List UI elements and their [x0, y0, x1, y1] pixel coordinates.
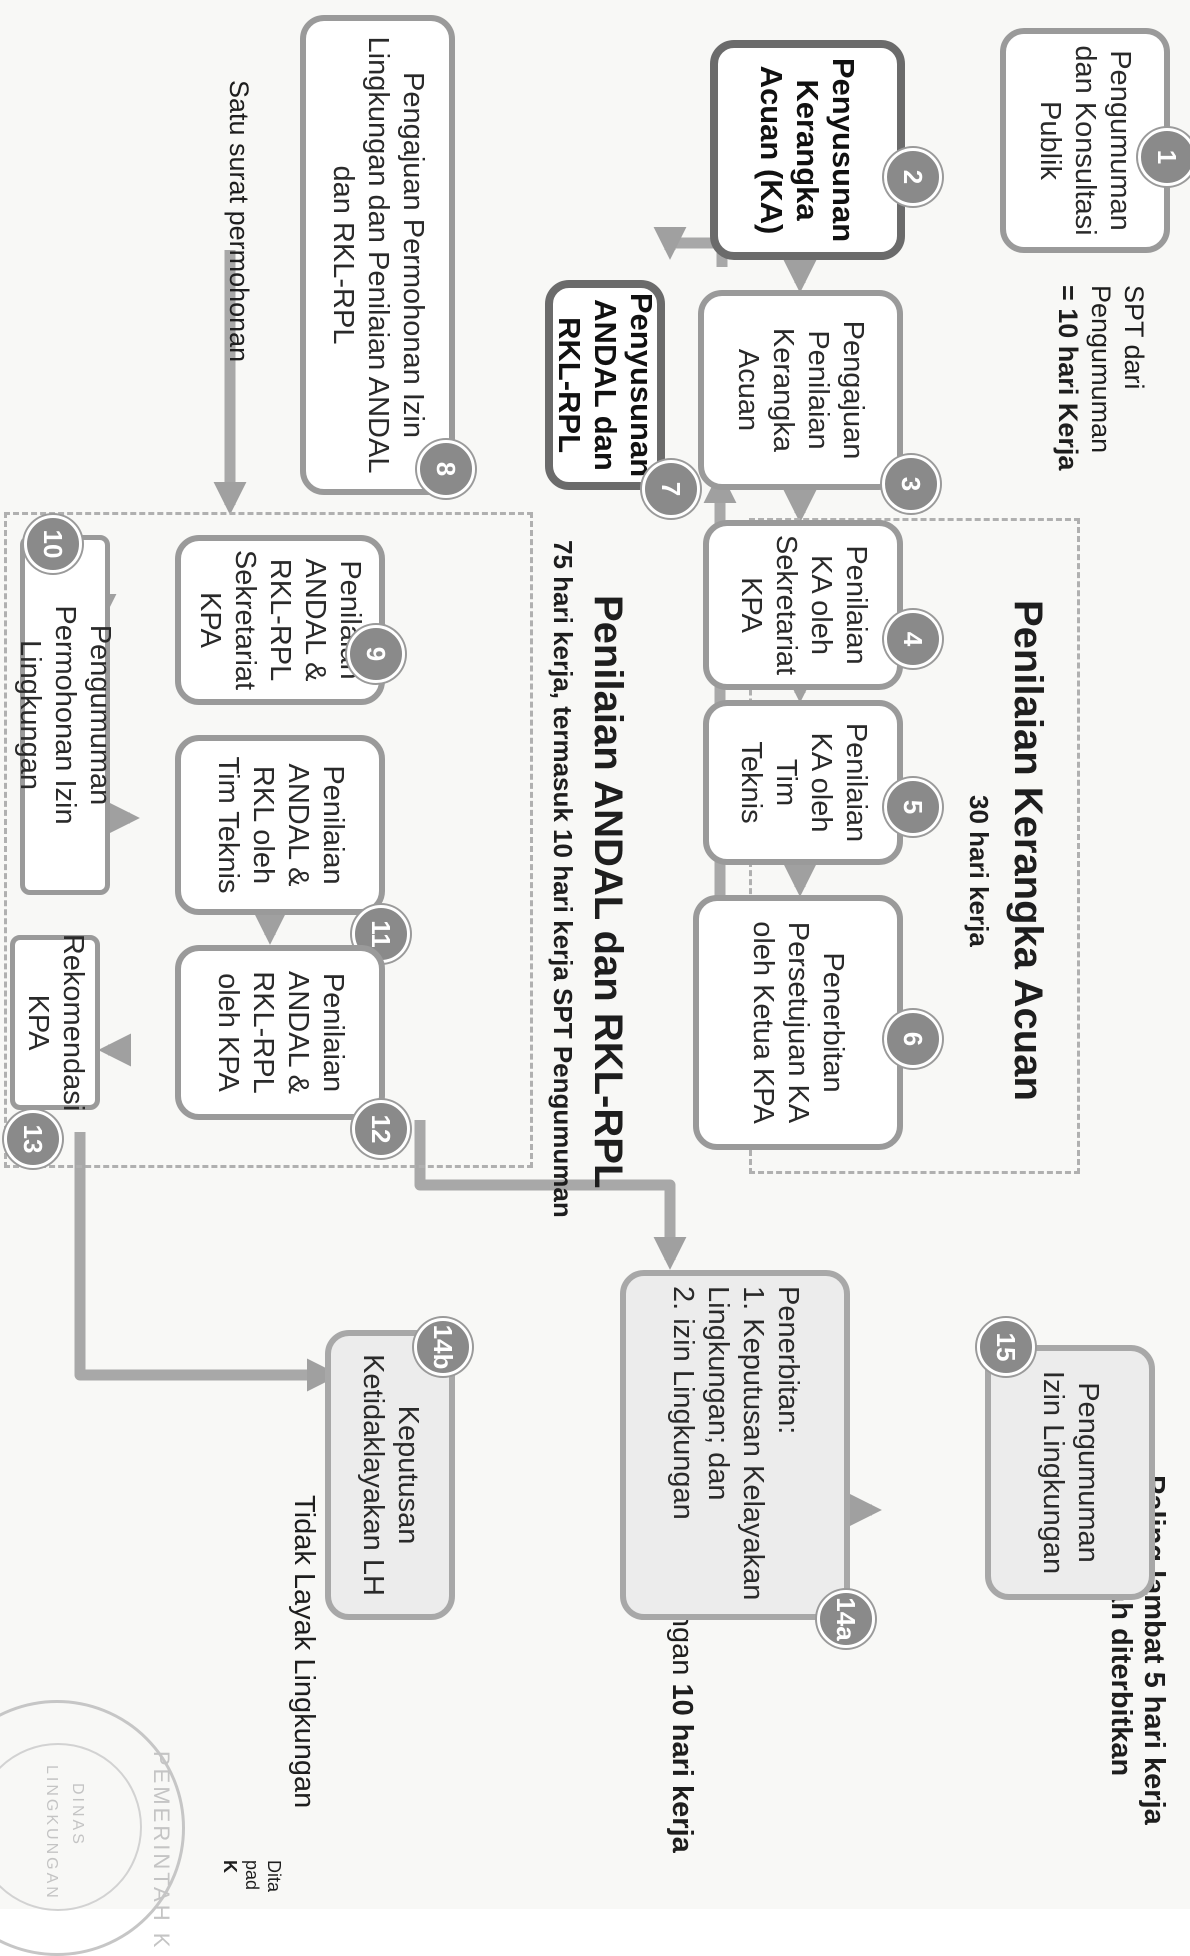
- arrow-tidak-layak: [74, 1132, 340, 1392]
- step-14b-label: Keputusan Ketidaklayakan LH: [357, 1354, 424, 1596]
- step-2-badge: 2: [884, 148, 942, 206]
- note-spt-line1: SPT dari: [1119, 285, 1149, 390]
- step-14b-badge: 14b: [414, 1318, 472, 1376]
- step-11-box: Penilaian ANDAL & RKL oleh Tim Teknis: [175, 735, 385, 915]
- step-9-label: Penilaian ANDAL & RKL-RPL Sekretariat KP…: [194, 549, 367, 691]
- label-layak-bold: 10 hari kerja: [666, 1683, 698, 1853]
- step-8-label: Pengajuan Permohonan Izin Lingkungan dan…: [327, 36, 429, 474]
- step-12-badge: 12: [352, 1100, 410, 1158]
- step-4-label: Penilaian KA oleh Sekretariat KPA: [735, 534, 872, 676]
- step-6-label: Penerbitan Persetujuan KA oleh Ketua KPA: [747, 921, 850, 1124]
- step-7-box: Penyusunan ANDAL dan RKL-RPL: [545, 280, 665, 490]
- step-14a-heading: Penerbitan:: [772, 1286, 804, 1435]
- step-1-label: Pengumuman dan Konsultasi Publik: [1034, 45, 1137, 236]
- step-10-badge: 10: [24, 515, 82, 573]
- note-spt: SPT dari Pengumuman = 10 hari Kerja: [1051, 285, 1150, 505]
- step-12-box: Penilaian ANDAL & RKL-RPL oleh KPA: [175, 945, 385, 1120]
- step-13-box: Rekomendasi KPA: [10, 933, 100, 1112]
- step-4-badge: 4: [884, 610, 942, 668]
- step-10-label: Pengumuman Permohonan Izin Lingkungan: [14, 605, 117, 825]
- step-1-badge: 1: [1138, 128, 1190, 186]
- seal-text-inner-2: LINGKUNGAN: [43, 1765, 60, 1901]
- step-2-label: Penyusunan Kerangka Acuan (KA): [754, 57, 862, 243]
- corner-note-1: Dita: [264, 1860, 284, 1893]
- arrow-layak: [414, 1120, 687, 1270]
- diagram-canvas: Penilaian Kerangka Acuan 30 hari kerja P…: [0, 15, 1190, 1956]
- step-14a-box: Penerbitan: 1. Keputusan Kelayakan Lingk…: [620, 1270, 850, 1620]
- step-14a-item-2: 2. izin Lingkungan: [667, 1286, 699, 1520]
- group-title-andal: Penilaian ANDAL dan RKL-RPL: [586, 595, 630, 1189]
- step-12-label: Penilaian ANDAL & RKL-RPL oleh KPA: [212, 970, 349, 1095]
- group-title-ka: Penilaian Kerangka Acuan: [1006, 600, 1050, 1101]
- step-5-label: Penilaian KA oleh Tim Teknis: [735, 722, 872, 843]
- step-15-label: Pengumuman Izin Lingkungan: [1037, 1370, 1104, 1575]
- step-8-badge: 8: [417, 440, 475, 498]
- step-15-badge: 15: [977, 1318, 1035, 1376]
- corner-note: Dita pad K: [219, 1860, 285, 1892]
- step-5-badge: 5: [884, 778, 942, 836]
- step-9-box: Penilaian ANDAL & RKL-RPL Sekretariat KP…: [175, 535, 385, 705]
- corner-note-2: pad: [242, 1860, 262, 1891]
- note-spt-line2: Pengumuman: [1086, 285, 1116, 454]
- step-14a-content: Penerbitan: 1. Keputusan Kelayakan Lingk…: [665, 1286, 805, 1604]
- step-2-box: Penyusunan Kerangka Acuan (KA): [710, 40, 905, 260]
- step-3-box: Pengajuan Penilaian Kerangka Acuan: [698, 290, 903, 490]
- step-14a-badge: 14a: [817, 1590, 875, 1648]
- seal-text-inner-1: DINAS: [69, 1783, 86, 1847]
- note-spt-line3: = 10 hari Kerja: [1053, 285, 1083, 471]
- step-13-badge: 13: [4, 1110, 62, 1168]
- step-4-box: Penilaian KA oleh Sekretariat KPA: [703, 520, 903, 690]
- step-11-label: Penilaian ANDAL & RKL oleh Tim Teknis: [212, 756, 349, 894]
- label-tidak-layak: Tidak Layak Lingkungan: [288, 1495, 320, 1809]
- step-3-badge: 3: [882, 455, 940, 513]
- step-9-badge: 9: [347, 625, 405, 683]
- group-subtitle-andal: 75 hari kerja, termasuk 10 hari kerja SP…: [548, 540, 578, 1218]
- step-14a-item-1: 1. Keputusan Kelayakan Lingkungan; dan: [702, 1286, 769, 1601]
- step-7-label: Penyusunan ANDAL dan RKL-RPL: [552, 292, 659, 478]
- step-7-badge: 7: [642, 460, 700, 518]
- group-subtitle-ka: 30 hari kerja: [964, 795, 994, 947]
- diagram-page: Penilaian Kerangka Acuan 30 hari kerja P…: [0, 15, 1190, 1956]
- step-6-box: Penerbitan Persetujuan KA oleh Ketua KPA: [693, 895, 903, 1150]
- step-6-badge: 6: [884, 1010, 942, 1068]
- step-10-box: Pengumuman Permohonan Izin Lingkungan: [15, 535, 117, 895]
- seal-text-top: PEMERINTAH K: [149, 1751, 174, 1951]
- step-8-box: Pengajuan Permohonan Izin Lingkungan dan…: [300, 15, 455, 495]
- step-3-label: Pengajuan Penilaian Kerangka Acuan: [732, 320, 870, 460]
- step-13-label: Rekomendasi KPA: [22, 933, 89, 1112]
- note-surat-permohonan: Satu surat permohonan: [224, 80, 254, 363]
- corner-note-3: K: [220, 1860, 240, 1873]
- step-15-box: Pengumuman Izin Lingkungan: [985, 1345, 1155, 1600]
- step-5-box: Penilaian KA oleh Tim Teknis: [703, 700, 903, 865]
